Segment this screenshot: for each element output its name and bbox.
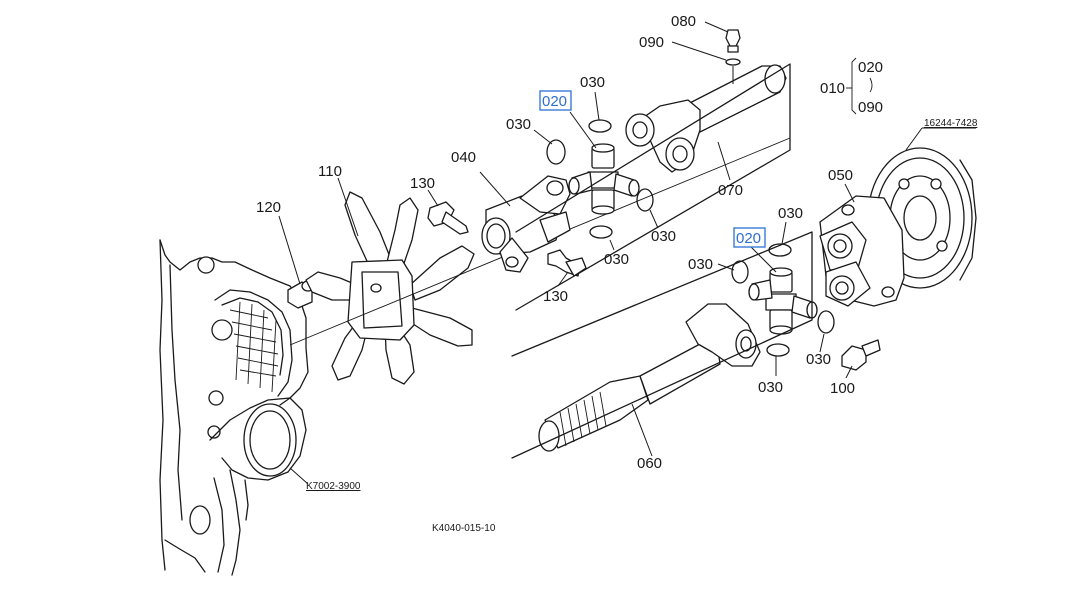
highlight-box-020-upper [539, 90, 572, 111]
flange-yoke-050 [819, 183, 905, 307]
label-130-upper[interactable]: 130 [410, 175, 435, 192]
bolt-130-lower [547, 249, 587, 287]
drive-shaft-060 [511, 231, 813, 459]
universal-joint-cross-lower [717, 221, 835, 376]
label-030-bottom[interactable]: 030 [604, 251, 629, 268]
transmission-housing [159, 239, 309, 576]
label-090-washer[interactable]: 090 [639, 34, 664, 51]
bolt-100 [841, 339, 881, 379]
label-010[interactable]: 010 [820, 80, 845, 97]
plug-120 [278, 215, 315, 309]
highlight-box-020-lower [733, 227, 766, 248]
cooling-fan-110 [305, 177, 475, 385]
label-ref-16244-7428[interactable]: 16244-7428 [924, 118, 978, 129]
label-030-top[interactable]: 030 [580, 74, 605, 91]
label-060[interactable]: 060 [637, 455, 662, 472]
label-110[interactable]: 110 [318, 163, 342, 180]
label-130-lower[interactable]: 130 [543, 288, 568, 305]
label-ref-k7002-3900[interactable]: K7002-3900 [306, 481, 361, 492]
label-030-lower-left[interactable]: 030 [688, 256, 713, 273]
label-100[interactable]: 100 [830, 380, 855, 397]
assembly-bracket-010 [846, 57, 873, 115]
label-030-left[interactable]: 030 [506, 116, 531, 133]
label-030-lower-top[interactable]: 030 [778, 205, 803, 222]
universal-joint-cross-upper [533, 91, 659, 251]
label-020-upper[interactable]: 020 [542, 93, 567, 110]
label-120[interactable]: 120 [256, 199, 281, 216]
label-030-lower-right[interactable]: 030 [806, 351, 831, 368]
drive-shaft-070 [515, 63, 791, 311]
label-020-lower[interactable]: 020 [736, 230, 761, 247]
diagram-id-label: K4040-015-10 [432, 523, 496, 534]
label-070[interactable]: 070 [718, 182, 743, 199]
label-080[interactable]: 080 [671, 13, 696, 30]
bolt-130-upper [427, 189, 469, 235]
label-030-right[interactable]: 030 [651, 228, 676, 245]
label-030-lower-bottom[interactable]: 030 [758, 379, 783, 396]
grease-nipple-080 [671, 21, 741, 84]
label-040[interactable]: 040 [451, 149, 476, 166]
label-090-range-end[interactable]: 090 [858, 99, 883, 116]
label-050[interactable]: 050 [828, 167, 853, 184]
yoke-040 [479, 171, 571, 273]
label-020-range-start[interactable]: 020 [858, 59, 883, 76]
